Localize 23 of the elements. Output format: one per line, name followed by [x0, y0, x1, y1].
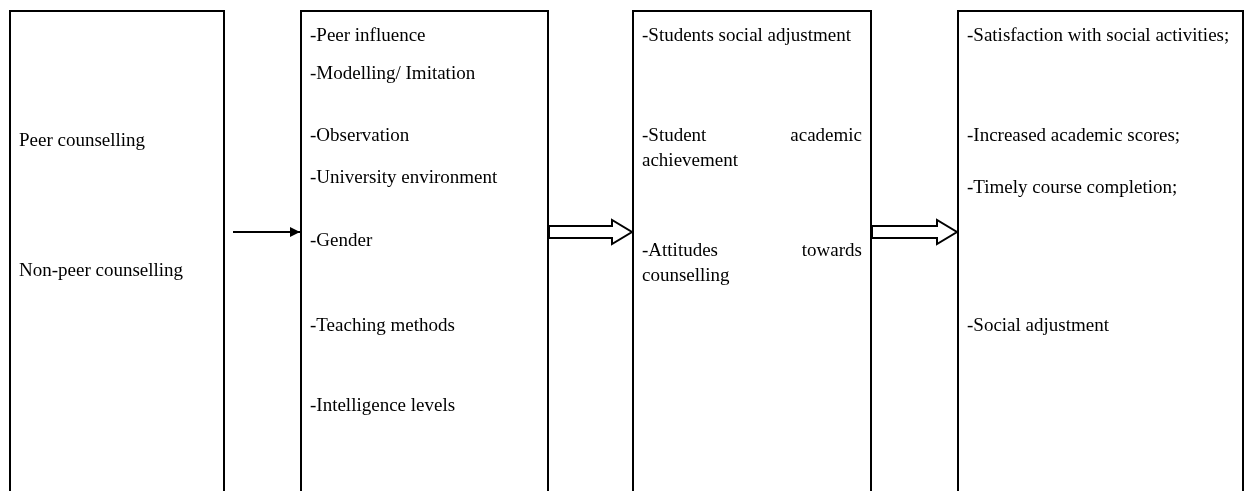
list-item-text: -Intelligence levels [310, 393, 457, 417]
list-item-text: -Teaching methods [310, 313, 456, 337]
list-item-text: Non-peer counselling [19, 258, 185, 282]
list-item-text: -Peer influence [310, 23, 427, 47]
list-item-text: -Student academic achievement [642, 123, 862, 172]
list-item-text: -Attitudes towards counselling [642, 238, 862, 287]
list-item-text: -Observation [310, 123, 411, 147]
text-box [632, 10, 872, 491]
list-item-text: -Modelling/ Imitation [310, 61, 477, 85]
arrow [232, 227, 301, 237]
text-box [9, 10, 225, 491]
list-item-text: -Gender [310, 228, 374, 252]
block-arrow [871, 218, 959, 246]
list-item-text: -Timely course completion; [967, 175, 1179, 199]
list-item-text: -Students social adjustment [642, 23, 852, 47]
block-arrow [548, 218, 634, 246]
list-item-text: -Increased academic scores; [967, 123, 1182, 147]
text-box [300, 10, 549, 491]
list-item-text: -Social adjustment [967, 313, 1110, 337]
list-item-text: -University environment [310, 165, 499, 189]
list-item-text: -Satisfaction with social activities; [967, 23, 1231, 47]
list-item-text: Peer counselling [19, 128, 147, 152]
text-box [957, 10, 1244, 491]
